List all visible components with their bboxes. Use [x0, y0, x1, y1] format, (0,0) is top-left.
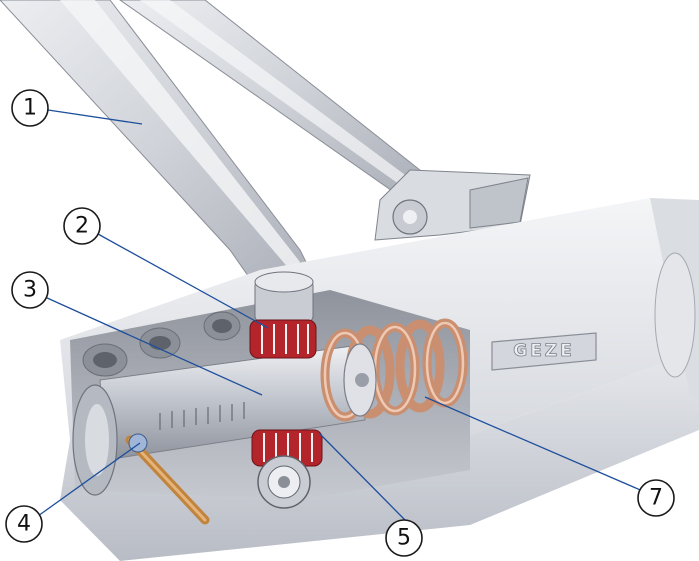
cylinder-end-inner — [85, 404, 109, 476]
callout-3: 3 — [11, 271, 49, 309]
leader-3 — [44, 296, 263, 396]
upper-arm-highlight — [140, 0, 420, 192]
rack-teeth — [159, 402, 245, 430]
leader-4 — [37, 442, 141, 517]
callout-4: 4 — [5, 505, 43, 543]
leader-2 — [97, 233, 269, 329]
end-cap-cover — [654, 252, 696, 378]
callout-4-label: 4 — [17, 512, 31, 537]
leader-1 — [47, 109, 143, 125]
callout-2: 2 — [63, 207, 101, 245]
callout-1: 1 — [11, 89, 49, 127]
mounting-holes — [82, 311, 241, 377]
callout-5: 5 — [385, 519, 423, 557]
leader-lines — [37, 109, 646, 521]
callout-3-label: 3 — [23, 278, 37, 303]
leader-5 — [319, 433, 406, 521]
main-arm — [0, 0, 321, 301]
brand-plate: GEZE — [491, 332, 597, 371]
upper-pinion — [249, 271, 317, 359]
callout-7: 7 — [637, 479, 675, 517]
callout-1-label: 1 — [23, 96, 37, 121]
callout-2-label: 2 — [75, 214, 89, 239]
callout-5-label: 5 — [397, 526, 411, 551]
closer-body: GEZE — [60, 198, 699, 561]
brand-logo-text: GEZE — [513, 341, 575, 361]
arm-assembly — [0, 0, 531, 301]
callout-7-label: 7 — [649, 486, 663, 511]
leader-7 — [424, 396, 646, 493]
arm-shoe-bolt-center — [403, 210, 417, 224]
main-arm-edge — [60, 0, 300, 270]
lower-pinion — [251, 429, 323, 509]
